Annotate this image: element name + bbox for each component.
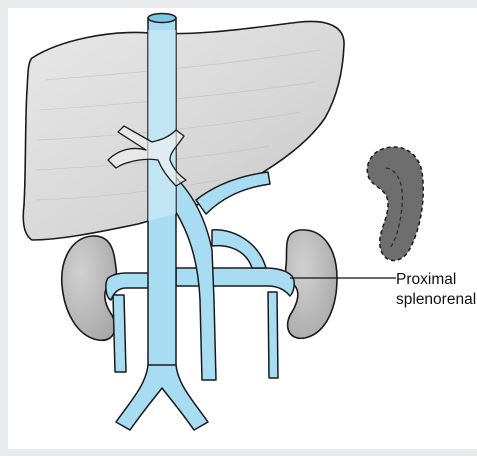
diagram-canvas: Proximal splenorenal [8, 8, 477, 449]
right-lower-vessel [113, 295, 126, 372]
splenorenal-shunt [212, 230, 266, 268]
label-proximal: Proximal [396, 271, 456, 288]
ivc-top-opening [148, 14, 176, 23]
right-renal-vein [106, 273, 150, 300]
liver-overlay [148, 30, 176, 221]
left-lower-vessel [268, 292, 278, 378]
label-splenorenal: splenorenal [396, 291, 476, 308]
spleen [367, 147, 423, 261]
iliac-veins [116, 365, 208, 430]
